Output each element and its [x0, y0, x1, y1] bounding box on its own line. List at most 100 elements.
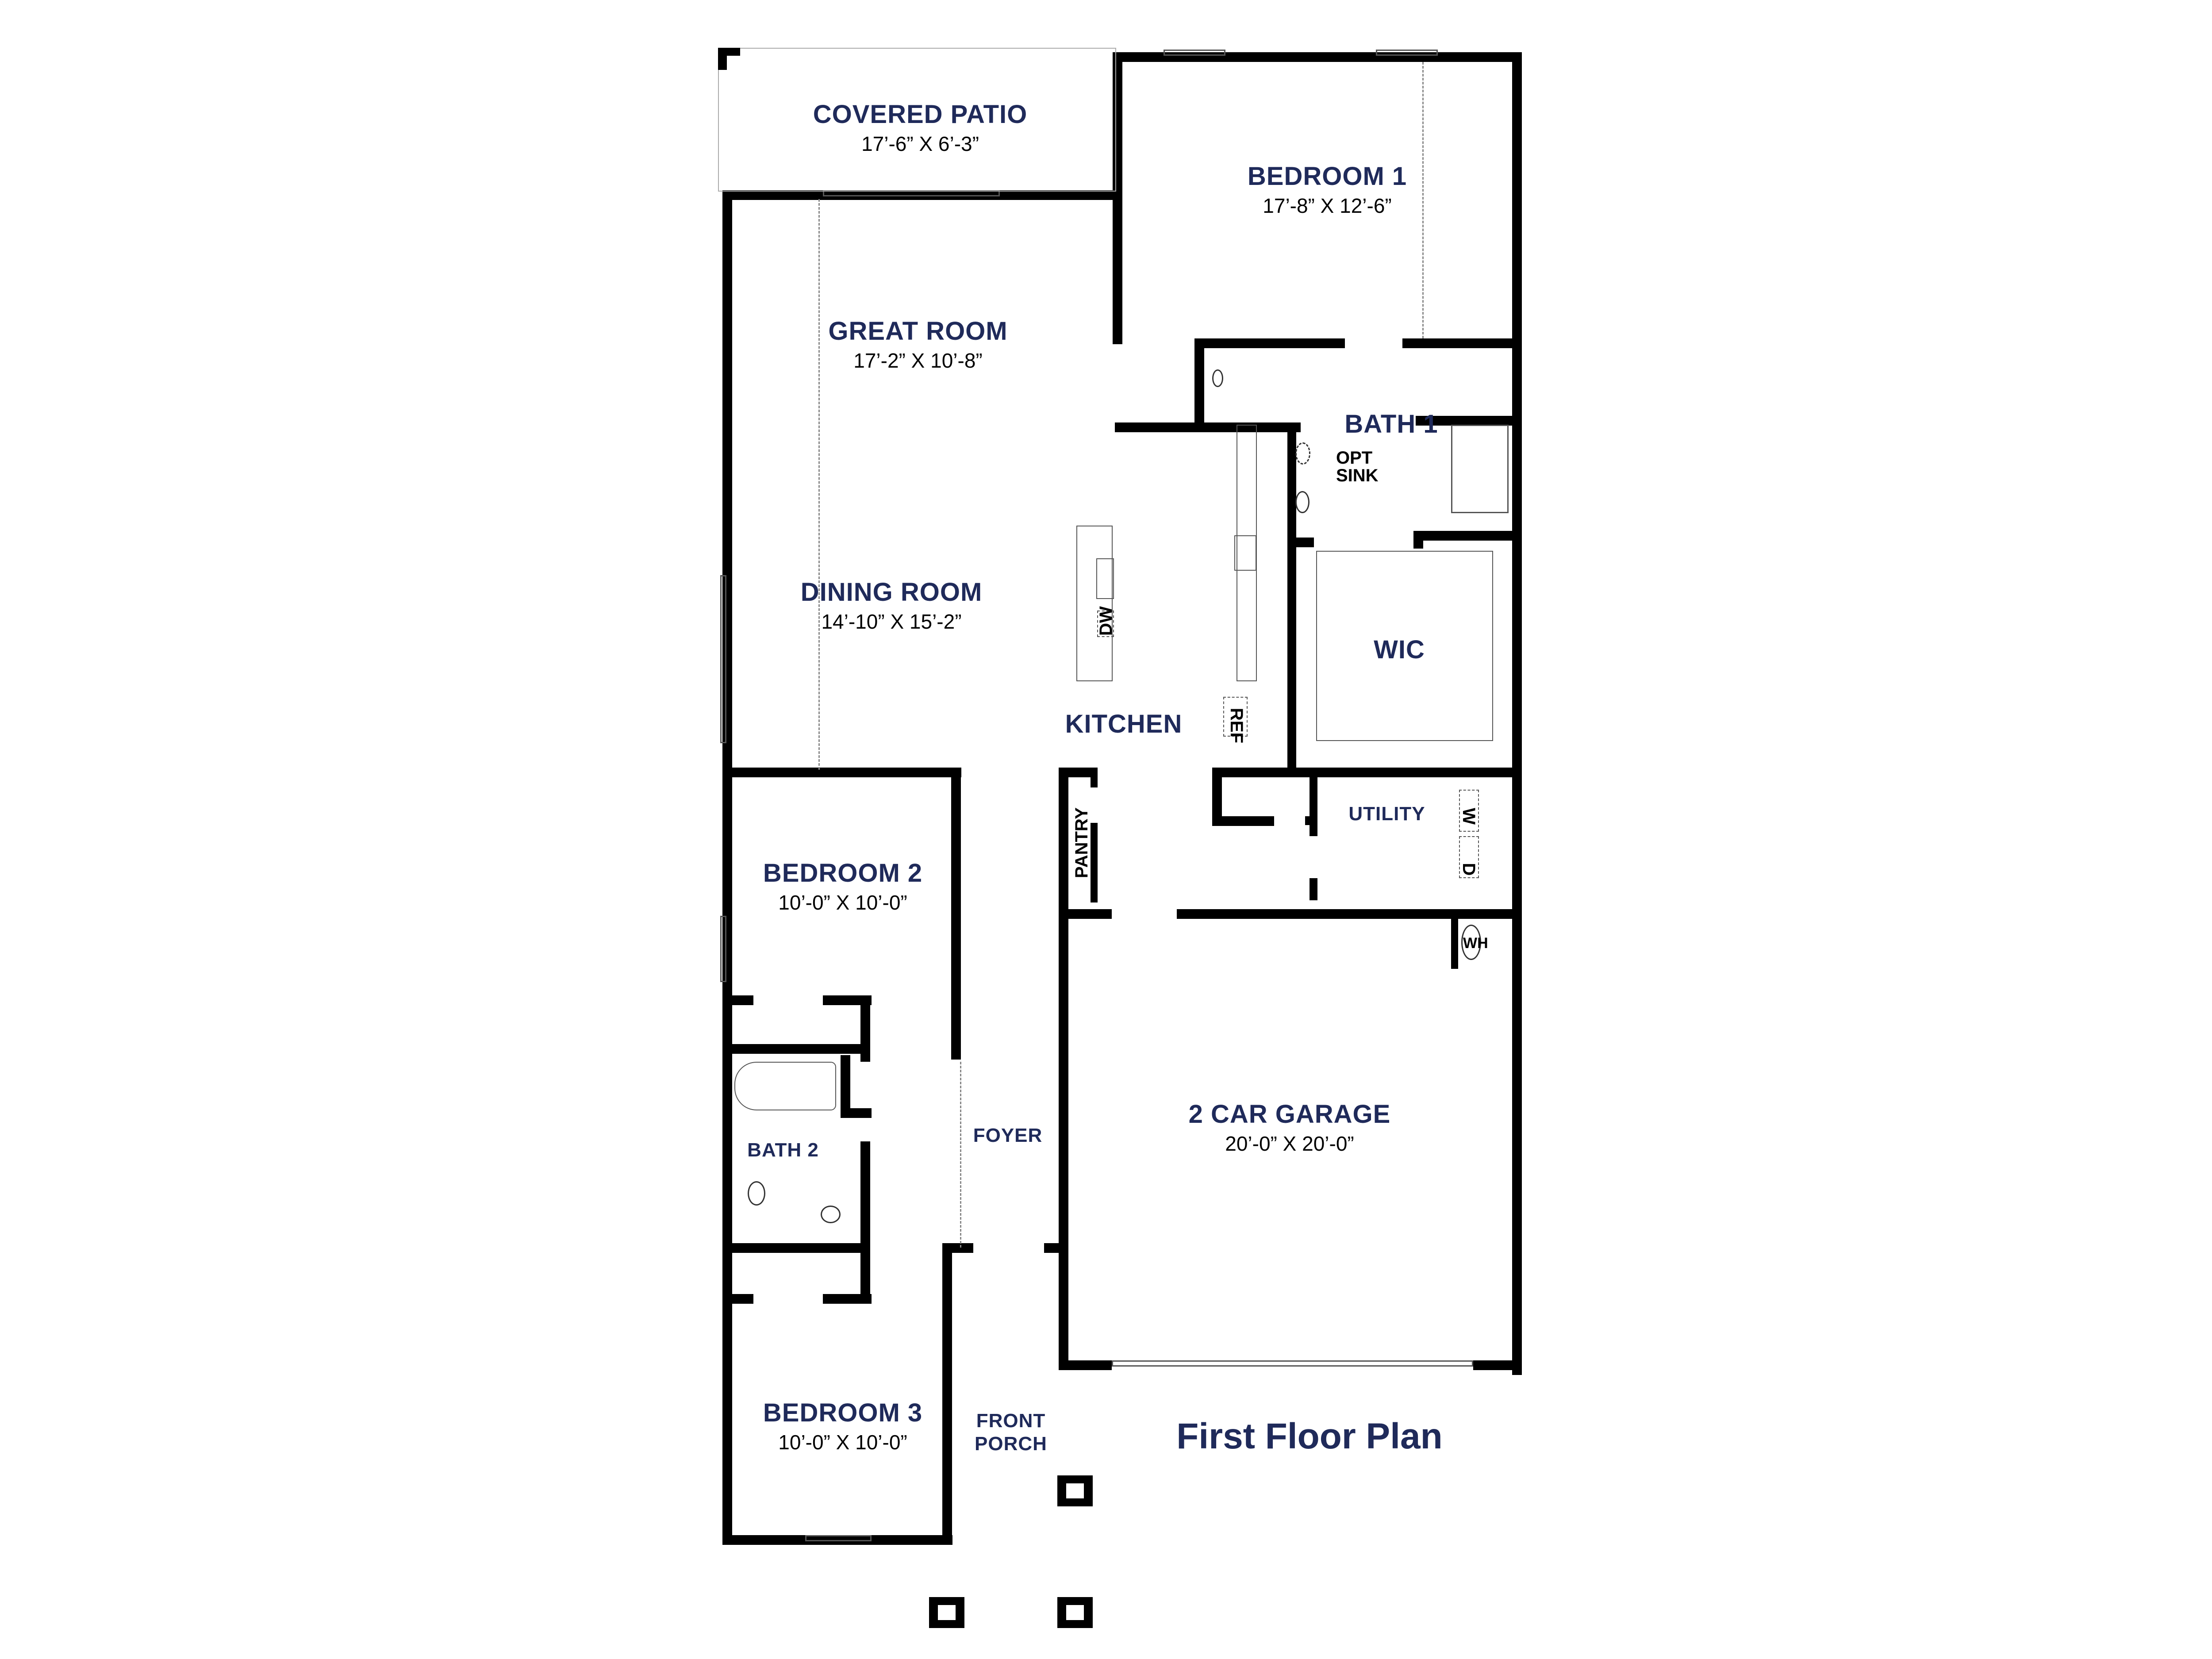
wall [722, 1294, 753, 1304]
refrigerator-label: REF [1227, 708, 1246, 743]
room-name: FOYER [973, 1125, 1043, 1146]
room-name: BATH 1 [1344, 410, 1438, 438]
window [1164, 50, 1225, 56]
wall [1091, 823, 1098, 902]
room-wic: WIC [1374, 637, 1425, 663]
wall [1059, 768, 1091, 777]
wall [1194, 338, 1345, 348]
water-heater-icon [1461, 925, 1481, 960]
wall [1059, 768, 1068, 914]
room-dimensions: 10’-0” X 10’-0” [778, 891, 907, 914]
room-dimensions: 20’-0” X 20’-0” [1225, 1132, 1354, 1155]
divider [960, 1062, 961, 1248]
room-name: BEDROOM 2 [763, 859, 923, 887]
wall [841, 1108, 872, 1118]
porch-post [1057, 1597, 1093, 1628]
room-great-room: GREAT ROOM 17’-2” X 10’-8” [828, 319, 1007, 371]
wall [1287, 427, 1296, 770]
wall [860, 1141, 870, 1248]
dryer-box [1459, 836, 1479, 878]
wall [1194, 338, 1204, 427]
wall [823, 995, 872, 1005]
garage-door [1112, 1360, 1473, 1367]
wall [1310, 774, 1317, 836]
wall [951, 768, 961, 1060]
room-name: BEDROOM 1 [1247, 162, 1407, 191]
room-dining-room: DINING ROOM 14’-10” X 15’-2” [801, 580, 983, 632]
opt-sink-line2: SINK [1336, 466, 1379, 485]
room-bedroom-1: BEDROOM 1 17’-8” X 12’-6” [1248, 164, 1407, 216]
room-dimensions: 17’-2” X 10’-8” [853, 349, 983, 372]
patio-outline [718, 48, 1116, 192]
room-foyer: FOYER [973, 1126, 1043, 1145]
wall [1212, 816, 1274, 826]
pantry-label: PANTRY [1072, 807, 1091, 878]
room-bath-1: BATH 1 [1344, 411, 1438, 437]
wall [1115, 422, 1301, 432]
window [720, 575, 726, 743]
wall [1402, 338, 1517, 348]
wall [722, 995, 753, 1005]
shower [1451, 425, 1509, 513]
room-name: GREAT ROOM [828, 317, 1008, 346]
room-garage: 2 CAR GARAGE 20’-0” X 20’-0” [1189, 1102, 1391, 1154]
room-bath-2: BATH 2 [747, 1141, 819, 1160]
wall [942, 1245, 952, 1544]
dishwasher-label: DW [1096, 606, 1116, 636]
room-bedroom-3: BEDROOM 3 10’-0” X 10’-0” [763, 1400, 922, 1454]
wall [951, 1243, 973, 1253]
room-bedroom-2: BEDROOM 2 10’-0” X 10’-0” [763, 860, 922, 913]
toilet-icon [748, 1181, 765, 1206]
wall [1413, 531, 1517, 541]
wall [860, 1245, 870, 1303]
wall [1091, 768, 1098, 787]
room-kitchen: KITCHEN [1065, 711, 1183, 737]
wall [722, 768, 961, 777]
room-dimensions: 10’-0” X 10’-0” [778, 1431, 907, 1454]
wall [1413, 531, 1423, 549]
wall [1059, 909, 1068, 1369]
porch-post [1057, 1475, 1093, 1506]
dishwasher-box [1097, 611, 1114, 637]
room-name-line1: FRONT [976, 1410, 1046, 1432]
room-dimensions: 14’-10” X 15’-2” [821, 610, 962, 633]
room-name: DINING ROOM [800, 578, 983, 607]
room-name: 2 CAR GARAGE [1188, 1100, 1391, 1129]
kitchen-sink [1096, 558, 1114, 599]
wall [823, 1294, 872, 1304]
kitchen-counter [1237, 425, 1257, 681]
cooktop [1234, 535, 1256, 571]
wall [1044, 1243, 1062, 1253]
room-name: KITCHEN [1065, 710, 1183, 738]
dryer-label: D [1459, 863, 1479, 876]
water-heater-label: WH [1463, 935, 1488, 952]
room-name: WIC [1374, 635, 1425, 664]
washer-label: W [1459, 808, 1479, 825]
wic-shelf [1316, 551, 1493, 741]
wall [1512, 52, 1522, 1375]
bathtub [734, 1062, 836, 1110]
wall [1212, 768, 1222, 825]
window [720, 916, 726, 982]
plan-title: First Floor Plan [1176, 1416, 1443, 1456]
wall [1451, 916, 1458, 969]
kitchen-island [1076, 526, 1113, 681]
opt-sink-line1: OPT [1336, 448, 1373, 468]
room-dimensions: 17’-8” X 12’-6” [1263, 194, 1392, 217]
wall [1473, 1360, 1517, 1370]
wall [1287, 538, 1314, 547]
wall [1212, 768, 1517, 777]
wall [722, 1044, 868, 1054]
room-name: BATH 2 [747, 1139, 819, 1161]
divider [818, 199, 820, 770]
porch-post [929, 1597, 964, 1628]
sink-icon [1295, 491, 1310, 513]
window [805, 1535, 872, 1541]
patio-post [718, 48, 745, 71]
wall [1059, 1360, 1112, 1370]
washer-box [1459, 790, 1479, 832]
window [1376, 50, 1438, 56]
room-name: COVERED PATIO [813, 100, 1028, 129]
opt-sink-label: OPT SINK [1336, 449, 1379, 484]
